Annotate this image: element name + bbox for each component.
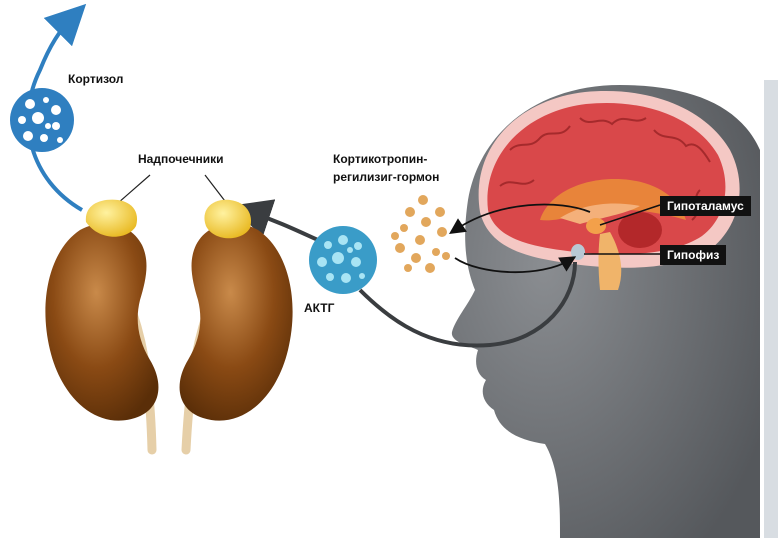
cortisol-molecule: [10, 88, 74, 152]
acth-label: АКТГ: [304, 301, 334, 316]
adrenal-gland-right: [204, 200, 251, 238]
cortisol-label: Кортизол: [68, 72, 123, 87]
crh-label-line2: регилизиг-гормон: [333, 170, 439, 185]
kidney-right: [180, 223, 293, 420]
crh-label-line1: Кортикотропин-: [333, 152, 427, 167]
acth-molecule: [309, 226, 377, 294]
hypothalamus-label: Гипоталамус: [660, 196, 751, 216]
right-edge-strip: [764, 80, 778, 538]
crh-molecules: [391, 195, 450, 273]
kidney-left: [45, 223, 158, 420]
pituitary-label: Гипофиз: [660, 245, 726, 265]
pituitary-organ: [571, 244, 585, 260]
adrenals-label: Надпочечники: [138, 152, 224, 167]
hypothalamus-organ: [586, 218, 606, 234]
